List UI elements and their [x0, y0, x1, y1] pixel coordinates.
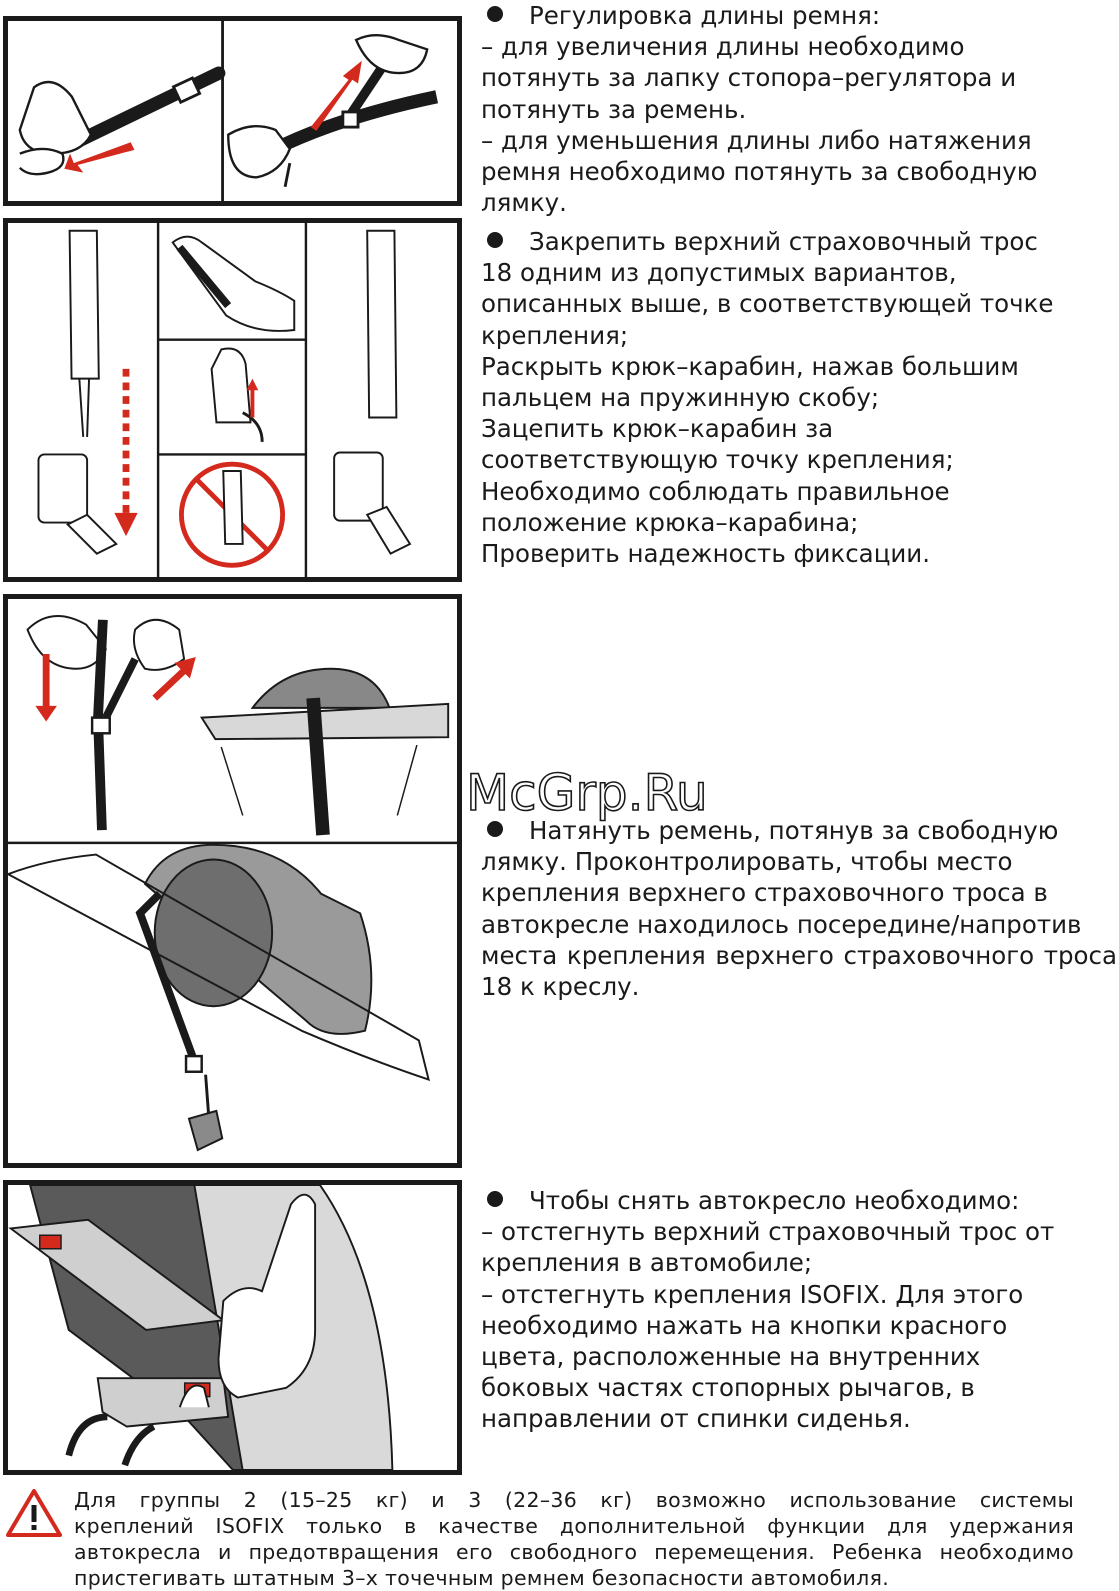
top-tether-drawing	[37, 223, 412, 577]
text-line: Чтобы снять автокресло необходимо:	[529, 1186, 1020, 1215]
remove-illustration	[3, 1180, 462, 1475]
text-line: Раскрыть крюк–карабин, нажав большим	[481, 351, 1019, 381]
belt-adjust-text: Регулировка длины ремня: – для увеличени…	[481, 0, 1037, 218]
warning-line: автокресла и предотвращения его свободно…	[74, 1540, 1074, 1564]
text-line: автокресле находилось посередине/напроти…	[481, 909, 1082, 939]
text-line: положение крюка–карабина;	[481, 507, 859, 537]
bullet-icon	[487, 1191, 503, 1207]
text-line: цвета, расположенные на внутренних	[481, 1342, 981, 1372]
remove-text: Чтобы снять автокресло необходимо: – отс…	[481, 1185, 1054, 1435]
text-line: 18 к креслу.	[481, 972, 640, 1002]
text-line: боковых частях стопорных рычагов, в	[481, 1373, 975, 1403]
text-line: Натянуть ремень, потянув за свободную	[529, 816, 1059, 845]
text-line: – отстегнуть верхний страховочный трос о…	[481, 1217, 1055, 1247]
text-line: Закрепить верхний страховочный трос	[529, 227, 1038, 256]
text-line: ремня необходимо потянуть за свободную	[481, 157, 1038, 187]
text-line: Регулировка длины ремня:	[529, 1, 881, 30]
warning-line: пристегивать штатным 3–х точечным ремнем…	[74, 1566, 890, 1590]
bullet-icon	[487, 232, 503, 248]
text-line: соответствующую точку крепления;	[481, 445, 954, 475]
text-line: крепления;	[481, 320, 629, 350]
remove-drawing	[8, 1185, 394, 1470]
text-line: Зацепить крюк–карабин за	[481, 414, 834, 444]
warning-note: Для группы 2 (15–25 кг) и 3 (22–36 кг) в…	[74, 1487, 1074, 1591]
text-line: лямку.	[481, 188, 567, 218]
tighten-illustration	[3, 594, 462, 1168]
text-line: крепления верхнего страховочного троса в	[481, 878, 1048, 908]
tighten-text: Натянуть ремень, потянув за свободную ля…	[481, 815, 1117, 1002]
watermark: McGrp.Ru	[465, 763, 708, 823]
text-line: потянуть за лапку стопора–регулятора и	[481, 63, 1017, 93]
warning-line: Для группы 2 (15–25 кг) и 3 (22–36 кг) в…	[74, 1488, 1074, 1512]
text-line: пальцем на пружинную скобу;	[481, 383, 880, 413]
text-line: места крепления верхнего страховочного т…	[481, 940, 1117, 970]
top-tether-text: Закрепить верхний страховочный трос 18 о…	[481, 226, 1053, 569]
belt-adjust-drawing	[18, 21, 439, 201]
top-tether-illustration	[3, 218, 462, 582]
belt-adjust-illustration	[3, 16, 462, 206]
text-line: крепления в автомобиле;	[481, 1248, 813, 1278]
text-line: 18 одним из допустимых вариантов,	[481, 258, 957, 288]
text-line: Проверить надежность фиксации.	[481, 539, 931, 569]
warning-triangle-icon	[6, 1489, 62, 1537]
text-line: лямку. Проконтролировать, чтобы место	[481, 847, 1013, 877]
tighten-drawing	[8, 615, 457, 1152]
text-line: – отстегнуть крепления ISOFIX. Для этого	[481, 1279, 1024, 1309]
warning-line: креплений ISOFIX только в качестве допол…	[74, 1514, 1074, 1538]
text-line: описанных выше, в соответствующей точке	[481, 289, 1054, 319]
text-line: потянуть за ремень.	[481, 94, 747, 124]
text-line: направлении от спинки сиденья.	[481, 1404, 911, 1434]
text-line: Необходимо соблюдать правильное	[481, 476, 950, 506]
text-line: – для уменьшения длины либо натяжения	[481, 125, 1032, 155]
text-line: – для увеличения длины необходимо	[481, 32, 965, 62]
bullet-icon	[487, 821, 503, 837]
text-line: необходимо нажать на кнопки красного	[481, 1310, 1008, 1340]
bullet-icon	[487, 6, 503, 22]
